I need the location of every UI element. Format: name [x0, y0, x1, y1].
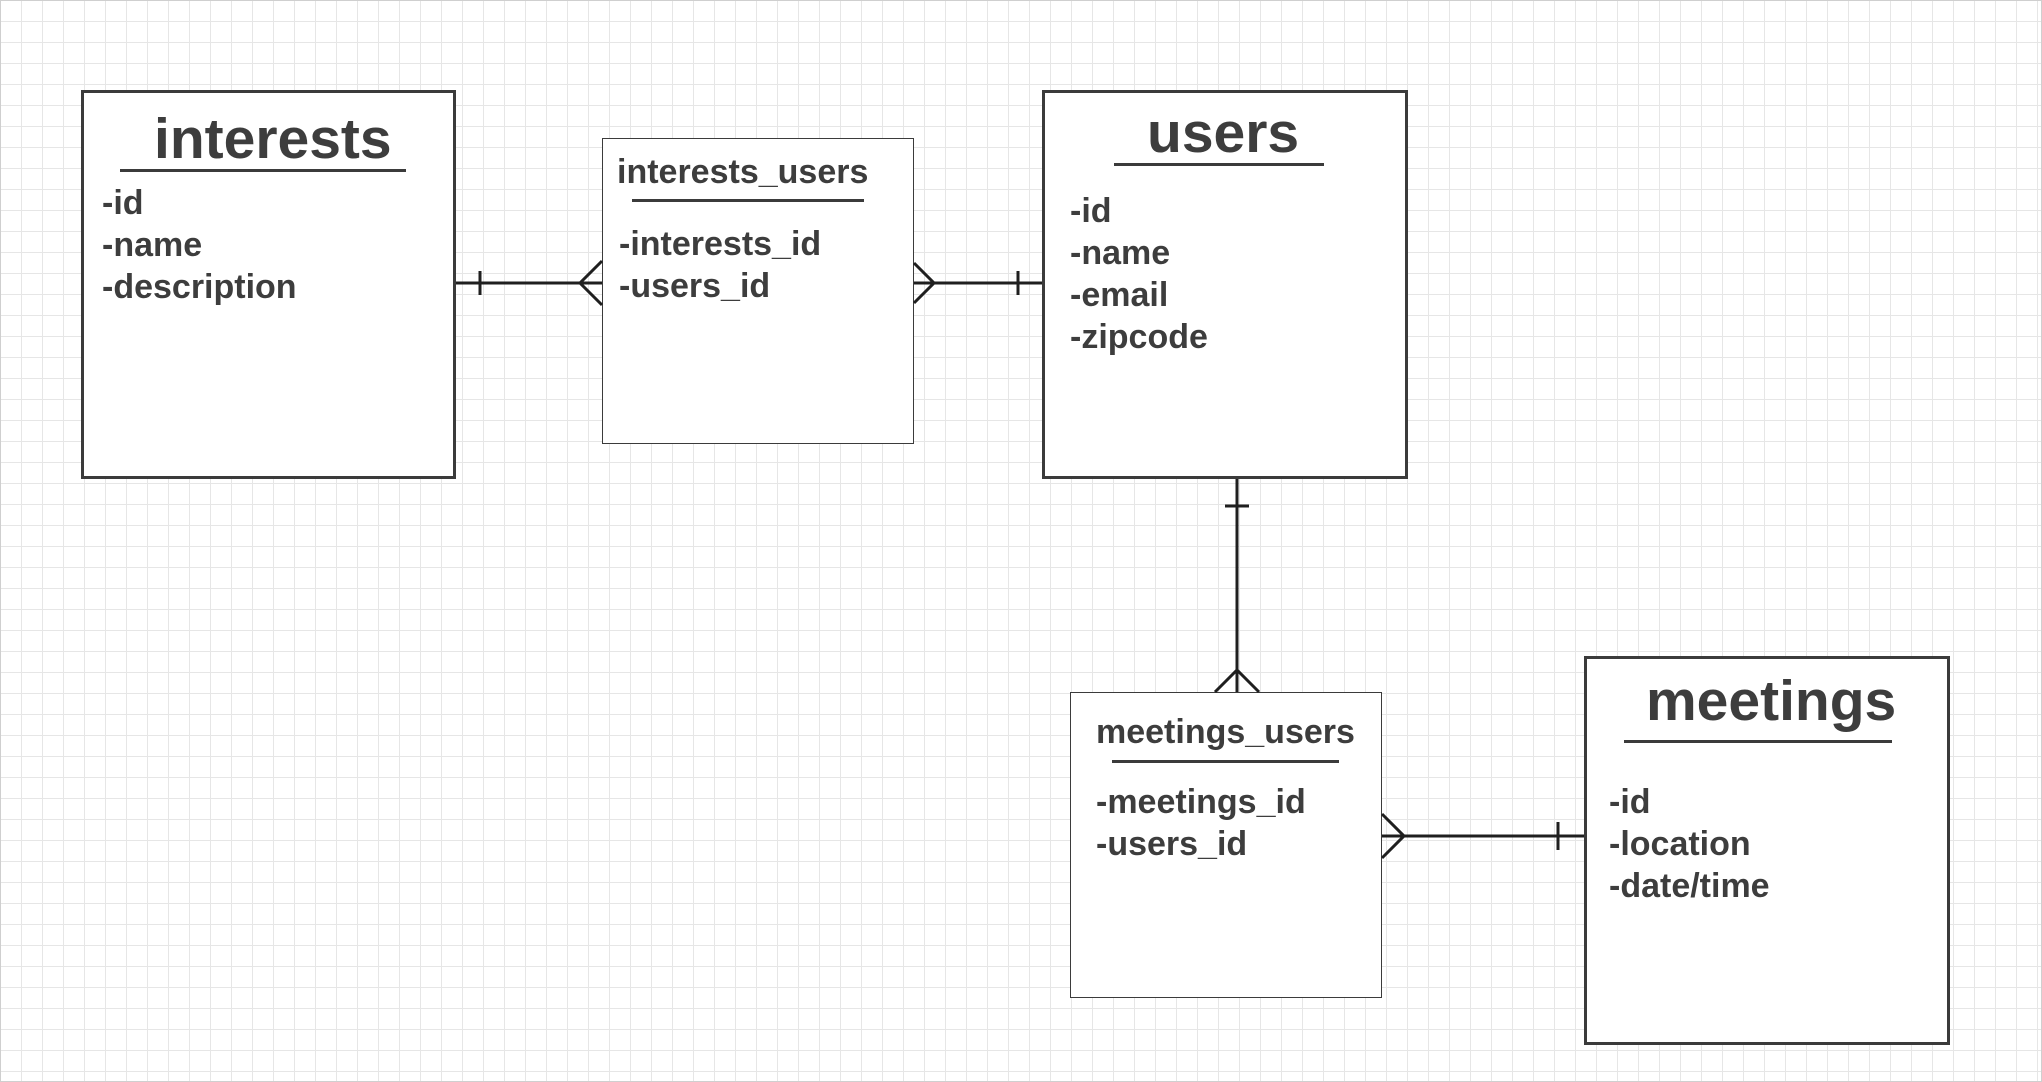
attribute-list: -id -location -date/time: [1609, 781, 1770, 907]
attribute: -description: [102, 268, 297, 306]
attribute-list: -id -name -email -zipcode: [1070, 190, 1208, 358]
attribute: -name: [1070, 234, 1171, 272]
attribute: -id: [102, 184, 144, 222]
entity-interests-users[interactable]: interests_users -interests_id -users_id: [602, 138, 914, 444]
entity-users[interactable]: users -id -name -email -zipcode: [1042, 90, 1408, 479]
entity-interests[interactable]: interests -id -name -description: [81, 90, 456, 479]
attribute-list: -meetings_id -users_id: [1096, 781, 1306, 865]
relation-interests-users-users: [912, 261, 1042, 305]
title-underline: [1112, 760, 1339, 763]
attribute: -zipcode: [1070, 318, 1208, 356]
entity-meetings-users[interactable]: meetings_users -meetings_id -users_id: [1070, 692, 1382, 998]
entity-title-meetings: meetings: [1646, 669, 1897, 733]
attribute: -interests_id: [619, 225, 822, 263]
attribute: -name: [102, 226, 203, 264]
many-crowfoot: [912, 261, 937, 305]
attribute: -location: [1609, 825, 1751, 863]
many-crowfoot: [1213, 667, 1261, 694]
title-underline: [1624, 740, 1892, 743]
attribute: -id: [1070, 192, 1112, 230]
relation-meetings-users-meetings: [1380, 812, 1584, 860]
attribute: -users_id: [619, 267, 771, 305]
entity-title-users: users: [1147, 101, 1300, 165]
many-crowfoot: [577, 259, 604, 307]
attribute: -email: [1070, 276, 1169, 314]
relation-interests-interests-users: [456, 259, 604, 307]
attribute: -users_id: [1096, 825, 1248, 863]
attribute: -id: [1609, 783, 1651, 821]
attribute-list: -id -name -description: [102, 182, 297, 308]
attribute: -date/time: [1609, 867, 1770, 905]
entity-title-meetings-users: meetings_users: [1096, 713, 1355, 751]
title-underline: [632, 199, 864, 202]
attribute: -meetings_id: [1096, 783, 1306, 821]
many-crowfoot: [1380, 812, 1407, 860]
title-underline: [120, 169, 406, 172]
entity-title-interests: interests: [154, 107, 392, 171]
entity-meetings[interactable]: meetings -id -location -date/time: [1584, 656, 1950, 1045]
attribute-list: -interests_id -users_id: [619, 223, 821, 307]
title-underline: [1114, 163, 1324, 166]
relation-users-meetings-users: [1213, 479, 1261, 694]
entity-title-interests-users: interests_users: [617, 153, 869, 191]
